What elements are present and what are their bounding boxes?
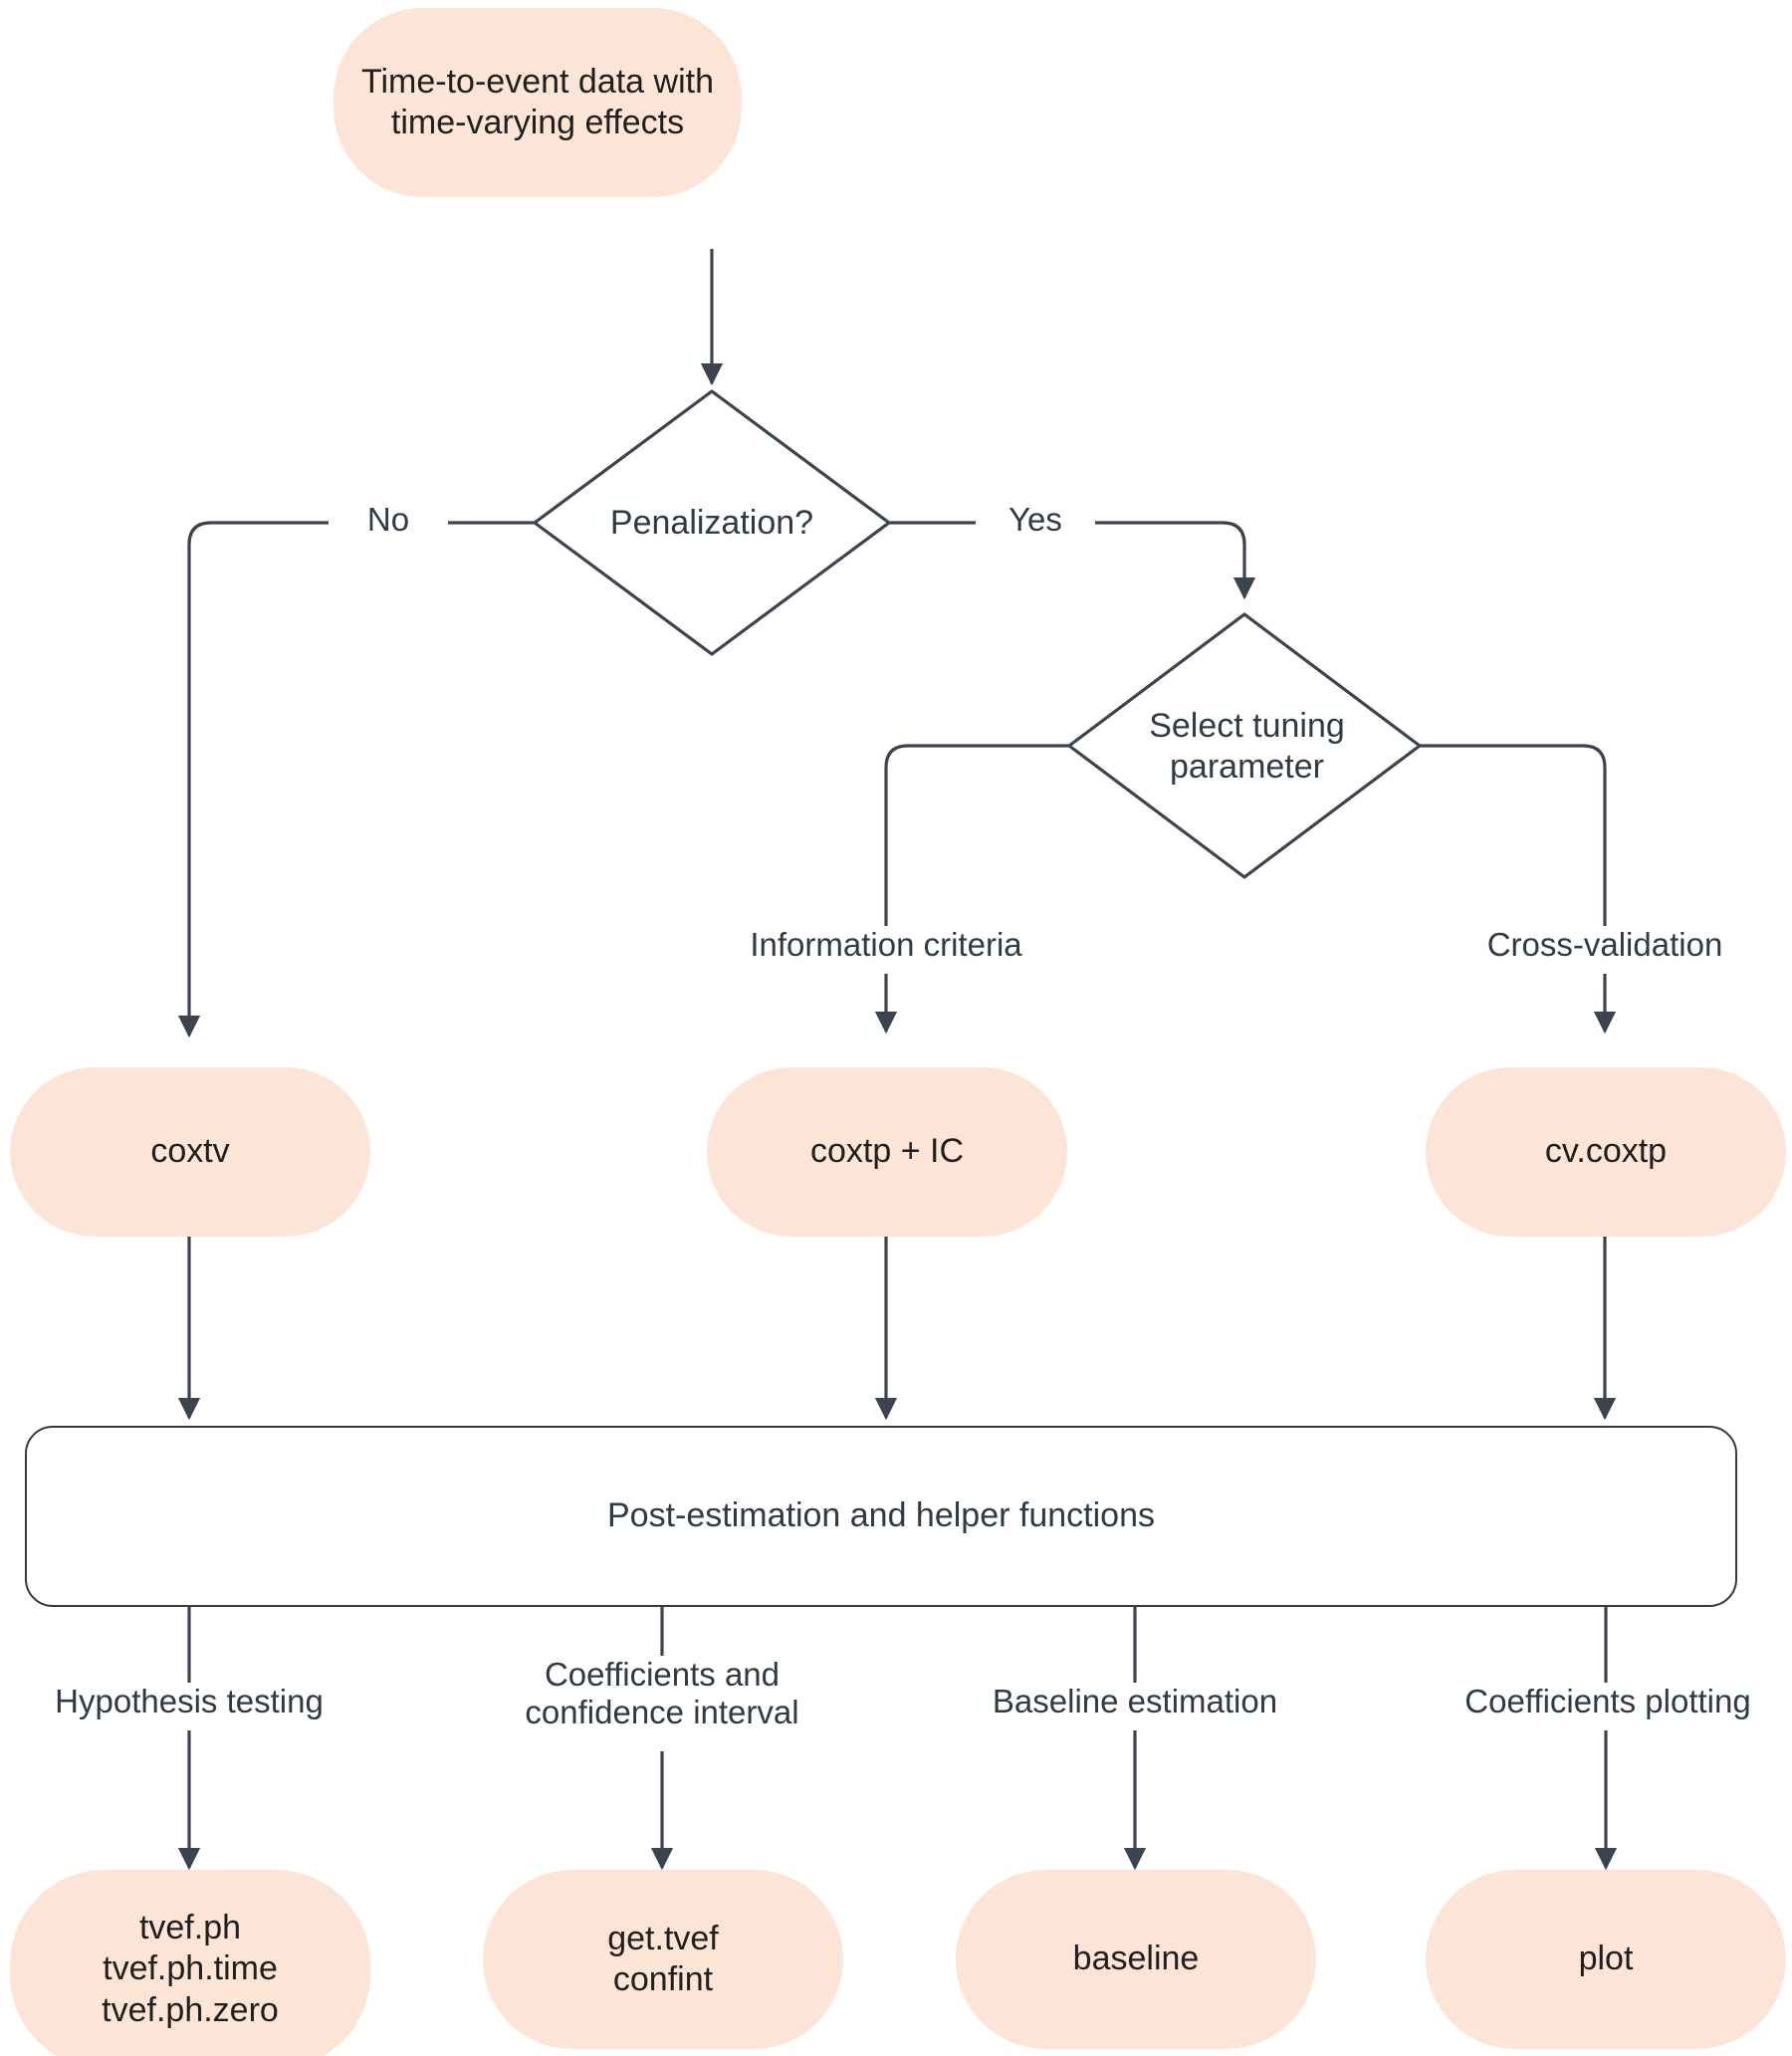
node-get-tvef[interactable]: get.tvef confint (483, 1870, 843, 2049)
node-coxtp-ic[interactable]: coxtp + IC (707, 1067, 1067, 1237)
node-baseline[interactable]: baseline (956, 1870, 1316, 2049)
node-tvef-tests[interactable]: tvef.ph tvef.ph.time tvef.ph.zero (10, 1870, 370, 2056)
shape-diamond-penalization (533, 389, 891, 656)
edge-label-hypothesis-testing: Hypothesis testing (20, 1683, 358, 1730)
edge-no-branch (177, 521, 535, 1038)
edge-label-baseline-estimation: Baseline estimation (961, 1683, 1309, 1730)
node-coxtv[interactable]: coxtv (10, 1067, 370, 1237)
edge-label-information-criteria: Information criteria (712, 926, 1060, 974)
shape-diamond-tuning (1067, 612, 1422, 879)
node-decision-penalization-label: Penalization? (609, 503, 814, 542)
edge-information-criteria (874, 744, 1069, 1034)
edge-label-yes: Yes (976, 501, 1095, 545)
node-plot[interactable]: plot (1426, 1870, 1786, 2049)
edge-cross-validation (1420, 744, 1617, 1034)
node-post-estimation[interactable]: Post-estimation and helper functions (25, 1426, 1737, 1607)
edge-label-coefficients-plotting: Coefficients plotting (1434, 1683, 1782, 1730)
edge-label-cross-validation: Cross-validation (1446, 926, 1764, 974)
node-decision-tuning-label: Select tuning parameter (1149, 707, 1345, 786)
edge-label-coefficients-ci: Coefficients and confidence interval (483, 1656, 841, 1751)
edge-label-no: No (329, 501, 448, 545)
node-cv-coxtp[interactable]: cv.coxtp (1426, 1067, 1786, 1237)
node-start[interactable]: Time-to-event data with time-varying eff… (334, 8, 742, 197)
